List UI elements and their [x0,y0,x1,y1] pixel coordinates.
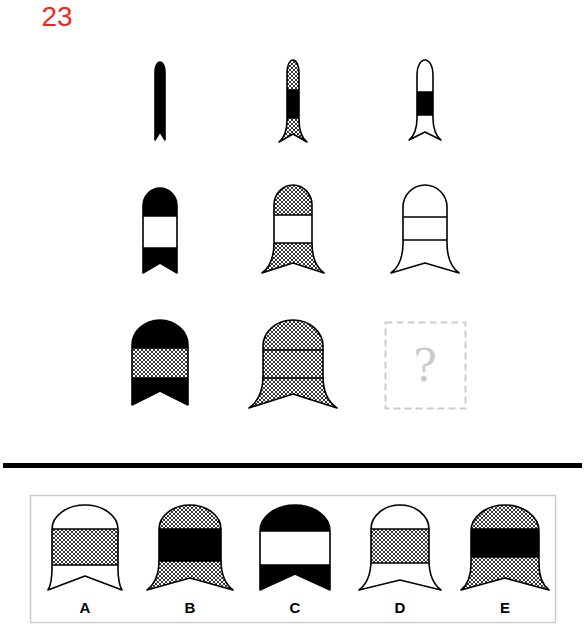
band-line [247,377,339,379]
option-letter: B [185,600,196,615]
puzzle-number: 23 [41,3,72,31]
rocket-figure [130,318,190,407]
rocket-band [357,503,443,529]
option-letter: E [500,600,510,615]
rocket-band [130,378,190,407]
band-line [389,239,461,241]
rocket-outline [48,505,122,590]
rocket-figure [357,503,443,592]
rocket-figure [277,58,309,144]
rocket-band [258,565,332,592]
rocket-outline [249,320,337,408]
band-line [277,117,309,119]
rocket-band [130,318,190,348]
band-line [407,91,443,93]
option-letter: A [80,600,91,615]
band-line [46,564,124,566]
rocket-band [46,565,124,592]
rocket-band [130,348,190,378]
rocket-outline [155,62,165,140]
band-line [459,556,551,558]
rocket-band [389,217,461,240]
rocket-band [46,529,124,565]
rocket-band [141,216,179,248]
rocket-band [260,183,326,215]
rocket-band [141,186,179,216]
band-line [407,114,443,116]
rocket-band [407,92,443,115]
band-line [130,377,190,379]
rocket-band [459,529,551,557]
rocket-band [247,350,339,378]
rocket-band [357,529,443,563]
rocket-outline [409,60,441,140]
band-line [357,528,443,530]
band-line [258,564,332,566]
question-mark: ? [413,344,437,388]
rocket-band [459,503,551,529]
band-line [459,528,551,530]
options-frame [31,496,556,623]
rocket-figure [258,503,332,592]
rocket-band [407,58,443,92]
rocket-band [247,318,339,350]
band-line [277,89,309,91]
option-letter: C [290,600,301,615]
rocket-outline [359,505,441,590]
rocket-outline [262,185,324,273]
rocket-outline [147,505,233,590]
option-letter: D [395,600,406,615]
rocket-band [145,503,235,529]
rocket-figure [459,503,551,592]
band-line [247,349,339,351]
rocket-figure [389,183,461,275]
rocket-band [260,215,326,243]
rocket-outline [260,505,330,590]
band-line [260,242,326,244]
band-line [130,347,190,349]
rocket-band [277,58,309,90]
rocket-band [277,90,309,118]
rocket-figure [46,503,124,592]
band-line [141,247,179,249]
answer-placeholder [386,323,466,409]
band-line [141,215,179,217]
rocket-outline [461,505,549,590]
rocket-figure [407,58,443,142]
band-line [357,562,443,564]
rocket-figure [247,318,339,410]
rocket-outline [391,185,459,273]
band-line [46,528,124,530]
rocket-outline [279,60,307,142]
band-line [258,530,332,532]
rocket-figure [145,503,235,592]
rocket-band [389,183,461,217]
band-line [389,216,461,218]
rocket-band [258,531,332,565]
rocket-outline [143,188,177,273]
rocket-figure [260,183,326,275]
rocket-figure [141,186,179,275]
band-line [260,214,326,216]
rocket-outline [132,320,188,405]
rocket-figure [153,60,167,142]
rocket-band [258,503,332,531]
divider-bar [3,463,582,468]
